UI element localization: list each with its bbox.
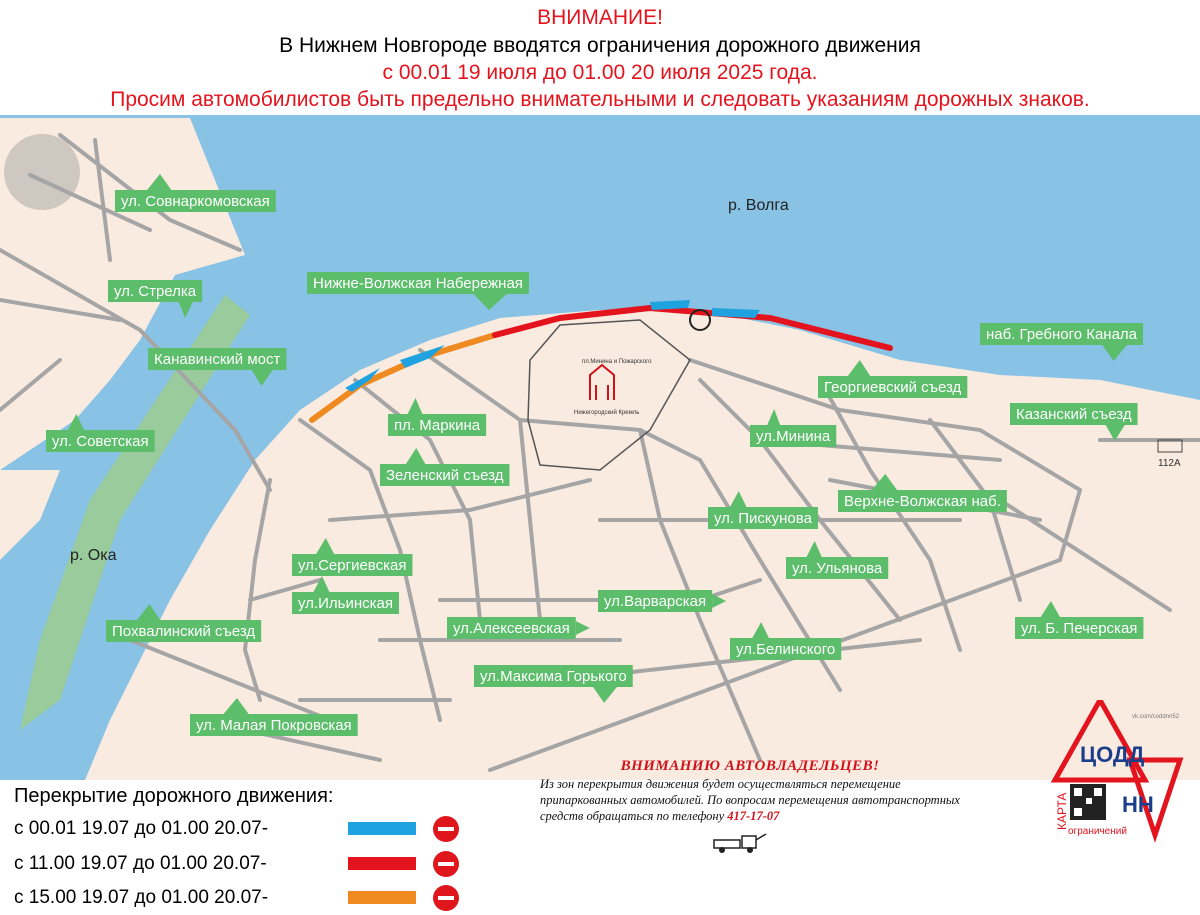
street-label: Похвалинский съезд bbox=[106, 604, 262, 642]
legend-item-label: с 11.00 19.07 до 01.00 20.07- bbox=[14, 853, 267, 874]
street-label: ул. Ульянова bbox=[786, 541, 889, 579]
street-label-text: Георгиевский съезд bbox=[824, 379, 962, 396]
street-label: ул.Варварская bbox=[598, 590, 727, 612]
street-label: Казанский съезд bbox=[1010, 403, 1138, 441]
street-label: наб. Гребного Канала bbox=[980, 323, 1144, 361]
no-entry-icon bbox=[433, 816, 459, 842]
street-label-text: ул.Минина bbox=[756, 428, 831, 445]
street-label-text: ул.Сергиевская bbox=[298, 557, 406, 574]
no-entry-icon bbox=[433, 885, 459, 911]
notice-phone: 417-17-07 bbox=[727, 809, 780, 823]
logo-name: ЦОДД bbox=[1080, 742, 1145, 767]
street-label: ул. Пискунова bbox=[708, 491, 818, 529]
street-labels: ул. Совнаркомовская ул. Стрелка Нижне-Волж… bbox=[46, 174, 1144, 736]
codd-logo[interactable]: ЦОДД НН КАРТА ограничений vk.com/coddnn5… bbox=[1050, 700, 1200, 850]
street-label-text: Казанский съезд bbox=[1016, 406, 1132, 423]
street-label-text: ул.Максима Горького bbox=[480, 668, 627, 685]
street-label: ул.Белинского bbox=[730, 622, 842, 660]
square-label: пл.Минина и Пожарского bbox=[582, 359, 652, 365]
street-label-text: наб. Гребного Канала bbox=[986, 326, 1138, 343]
street-label-text: Верхне-Волжская наб. bbox=[844, 493, 1001, 510]
street-label-text: ул. Советская bbox=[52, 433, 149, 450]
logo-sub: ограничений bbox=[1068, 826, 1127, 837]
street-label: ул. Малая Покровская bbox=[190, 698, 358, 736]
kanavinsky-bridge-corridor bbox=[20, 295, 250, 730]
oka-shore bbox=[0, 470, 60, 560]
logo-side: КАРТА bbox=[1055, 793, 1069, 830]
header-line1: В Нижнем Новгороде вводятся ограничения … bbox=[279, 34, 921, 57]
kremlin-wall bbox=[527, 319, 691, 471]
legend-swatch-blue bbox=[348, 822, 416, 835]
street-label-text: ул.Ильинская bbox=[298, 595, 393, 612]
header-title: ВНИМАНИЕ! bbox=[537, 6, 663, 29]
tow-truck-icon bbox=[713, 833, 767, 853]
street-label: ул. Б. Печерская bbox=[1015, 601, 1144, 639]
closure-blue-2[interactable] bbox=[400, 345, 445, 368]
street-label-text: ул. Ульянова bbox=[792, 560, 883, 577]
logo-region: НН bbox=[1122, 792, 1154, 817]
city-map[interactable]: пл.Минина и Пожарского Нижегородский Кре… bbox=[0, 115, 1200, 780]
legend-item-label: с 00.01 19.07 до 01.00 20.07- bbox=[14, 818, 269, 839]
legend-swatch-red bbox=[348, 857, 416, 870]
street-label: ул. Совнаркомовская bbox=[115, 174, 276, 212]
building-icon bbox=[1157, 439, 1183, 453]
street-label: Нижне-Волжская Набережная bbox=[307, 272, 529, 310]
closure-orange[interactable] bbox=[309, 332, 498, 423]
street-label-text: ул.Алексеевская bbox=[453, 620, 570, 637]
street-label-text: ул.Варварская bbox=[604, 593, 706, 610]
street-label: пл. Маркина bbox=[388, 398, 487, 436]
building-number: 112А bbox=[1158, 458, 1181, 469]
street-label-text: ул. Б. Печерская bbox=[1021, 620, 1137, 637]
notice-title: ВНИМАНИЮ АВТОВЛАДЕЛЬЦЕВ! bbox=[620, 758, 880, 774]
street-label: ул.Сергиевская bbox=[292, 538, 413, 576]
street-label-text: Канавинский мост bbox=[154, 351, 280, 368]
stadium bbox=[4, 134, 80, 210]
legend-swatch-orange bbox=[348, 891, 416, 904]
street-label: ул.Максима Горького bbox=[474, 665, 633, 703]
river-volga-label: р. Волга bbox=[728, 197, 789, 214]
street-label: Зеленский съезд bbox=[380, 448, 510, 486]
street-label: Канавинский мост bbox=[148, 348, 287, 386]
closure-blue-3[interactable] bbox=[650, 300, 690, 310]
street-label: Верхне-Волжская наб. bbox=[838, 474, 1007, 512]
street-label-text: ул. Пискунова bbox=[714, 510, 813, 527]
closure-red[interactable] bbox=[492, 304, 893, 351]
street-label-text: ул. Малая Покровская bbox=[196, 717, 352, 734]
closure-blue-4[interactable] bbox=[712, 308, 760, 318]
tow-notice: ВНИМАНИЮ АВТОВЛАДЕЛЬЦЕВ! Из зон перекрыт… bbox=[540, 758, 960, 824]
closure-blue-1[interactable] bbox=[345, 368, 380, 392]
kremlin-label: Нижегородский Кремль bbox=[574, 409, 639, 416]
river-oka-label: р. Ока bbox=[70, 547, 117, 564]
notice-text: Из зон перекрытия движения будет осущест… bbox=[540, 777, 960, 823]
street-label: ул.Ильинская bbox=[292, 576, 399, 614]
street-label-text: ул. Стрелка bbox=[114, 283, 197, 300]
logo-vk: vk.com/coddnn52 bbox=[1132, 714, 1180, 720]
street-label: Георгиевский съезд bbox=[818, 360, 968, 398]
header-line2: с 00.01 19 июля до 01.00 20 июля 2025 го… bbox=[382, 61, 818, 84]
no-entry-icon bbox=[433, 851, 459, 877]
street-label-text: ул. Совнаркомовская bbox=[121, 193, 270, 210]
street-label: ул.Алексеевская bbox=[447, 617, 590, 639]
street-label: ул.Минина bbox=[750, 409, 837, 447]
street-label-text: ул.Белинского bbox=[736, 641, 835, 658]
street-label-text: Нижне-Волжская Набережная bbox=[313, 275, 523, 292]
street-label: ул. Советская bbox=[46, 414, 155, 452]
street-label-text: пл. Маркина bbox=[394, 417, 481, 434]
city-land bbox=[85, 310, 1200, 780]
legend-title: Перекрытие дорожного движения: bbox=[14, 785, 334, 807]
street-label: ул. Стрелка bbox=[108, 280, 203, 318]
street-label-text: Похвалинский съезд bbox=[112, 623, 255, 640]
kremlin-icon bbox=[589, 363, 615, 400]
header-line3: Просим автомобилистов быть предельно вни… bbox=[110, 88, 1090, 111]
street-label-text: Зеленский съезд bbox=[386, 467, 504, 484]
legend-item-label: с 15.00 19.07 до 01.00 20.07- bbox=[14, 887, 269, 908]
roundabout bbox=[689, 309, 711, 331]
